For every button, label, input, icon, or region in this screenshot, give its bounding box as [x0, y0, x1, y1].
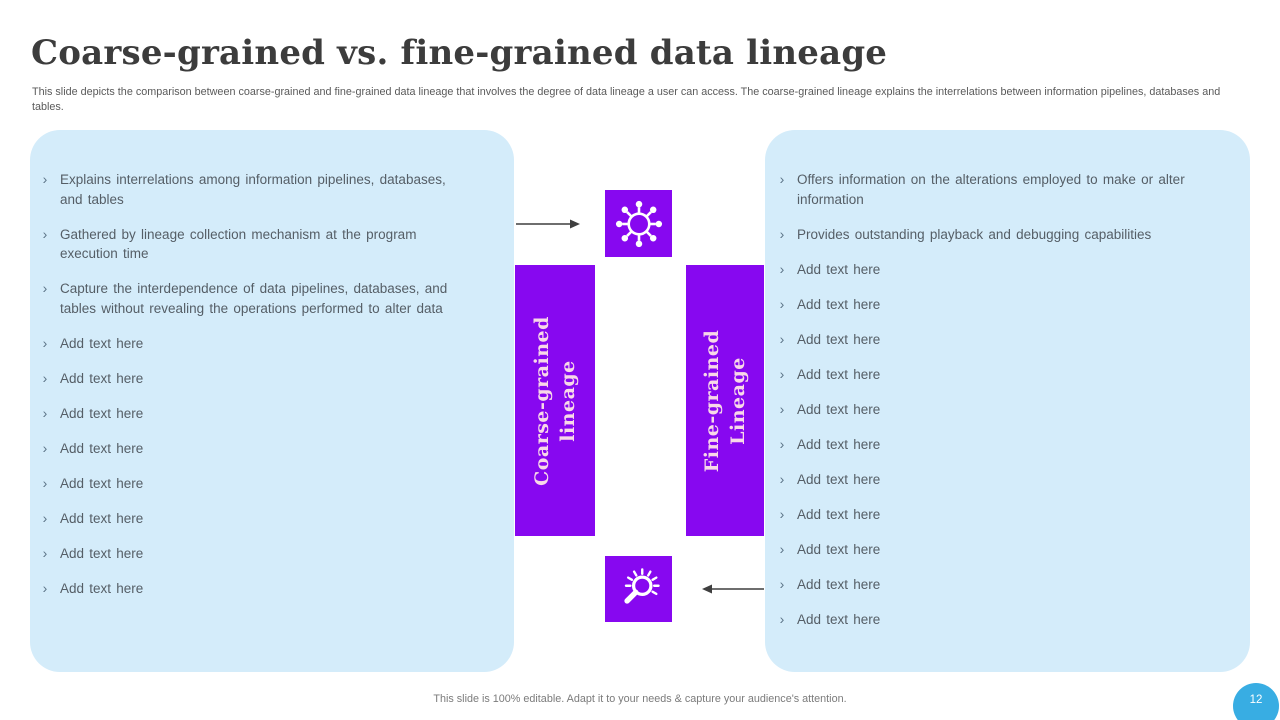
bullet-marker-icon: › — [42, 544, 48, 561]
fine-grained-bar: Fine-grained Lineage — [686, 265, 764, 536]
flow-arrow-left — [702, 584, 764, 594]
list-item: › Add text here — [775, 505, 1226, 525]
list-item: › Add text here — [775, 610, 1226, 630]
bullet-text: Add text here — [60, 580, 144, 596]
bullet-marker-icon: › — [779, 435, 785, 452]
list-item: › Add text here — [775, 400, 1226, 420]
coarse-grained-bullet-list: › Explains interrelations among informat… — [38, 170, 470, 598]
bullet-text: Add text here — [797, 366, 881, 382]
list-item: › Add text here — [38, 439, 470, 459]
list-item: › Provides outstanding playback and debu… — [775, 225, 1226, 245]
page-title: Coarse-grained vs. fine-grained data lin… — [31, 33, 888, 73]
footer-note: This slide is 100% editable. Adapt it to… — [433, 693, 847, 705]
list-item: › Capture the interdependence of data pi… — [38, 279, 470, 318]
list-item: › Add text here — [775, 575, 1226, 595]
bullet-marker-icon: › — [42, 280, 48, 296]
page-number-badge: 12 — [1233, 683, 1279, 720]
bullet-text: Add text here — [797, 541, 881, 557]
bullet-marker-icon: › — [42, 225, 48, 242]
bullet-marker-icon: › — [779, 400, 785, 417]
bullet-marker-icon: › — [42, 334, 48, 351]
bullet-text: Add text here — [797, 576, 881, 592]
bullet-marker-icon: › — [779, 330, 785, 347]
bullet-text: Add text here — [60, 370, 144, 386]
slide-subtitle: This slide depicts the comparison betwee… — [32, 86, 1221, 113]
bullet-text: Gathered by lineage collection mechanism… — [60, 226, 417, 262]
list-item: › Add text here — [38, 579, 470, 599]
flow-arrow-right — [516, 219, 580, 229]
list-item: › Add text here — [775, 260, 1226, 280]
bullet-text: Add text here — [60, 335, 144, 351]
list-item: › Add text here — [775, 435, 1226, 455]
bullet-text: Capture the interdependence of data pipe… — [60, 281, 448, 316]
bullet-text: Add text here — [60, 475, 144, 491]
bullet-marker-icon: › — [779, 225, 785, 242]
list-item: › Add text here — [775, 470, 1226, 490]
bullet-text: Add text here — [797, 331, 881, 347]
list-item: › Add text here — [38, 474, 470, 494]
bullet-text: Provides outstanding playback and debugg… — [797, 226, 1152, 242]
bullet-marker-icon: › — [42, 171, 48, 187]
bullet-marker-icon: › — [779, 295, 785, 312]
bullet-marker-icon: › — [779, 575, 785, 592]
magnifier-glyph — [623, 568, 660, 604]
bullet-marker-icon: › — [42, 404, 48, 421]
magnifier-icon — [605, 556, 672, 622]
page-number: 12 — [1249, 694, 1263, 706]
bullet-marker-icon: › — [779, 505, 785, 522]
list-item: › Gathered by lineage collection mechani… — [38, 225, 470, 264]
bullet-text: Add text here — [797, 436, 881, 452]
bullet-text: Add text here — [797, 401, 881, 417]
list-item: › Explains interrelations among informat… — [38, 170, 470, 209]
list-item: › Add text here — [38, 544, 470, 564]
bullet-text: Add text here — [60, 545, 144, 561]
fine-grained-bar-label: Fine-grained Lineage — [701, 329, 749, 472]
bullet-marker-icon: › — [42, 439, 48, 456]
bullet-marker-icon: › — [42, 369, 48, 386]
bullet-text: Offers information on the alterations em… — [797, 172, 1185, 207]
list-item: › Add text here — [38, 369, 470, 389]
bullet-marker-icon: › — [779, 470, 785, 487]
fine-grained-panel: › Offers information on the alterations … — [765, 130, 1250, 672]
fine-grained-bullet-list: › Offers information on the alterations … — [775, 170, 1226, 629]
bullet-marker-icon: › — [42, 509, 48, 526]
bullet-marker-icon: › — [779, 171, 785, 187]
bullet-marker-icon: › — [42, 579, 48, 596]
bullet-text: Add text here — [60, 440, 144, 456]
list-item: › Add text here — [775, 330, 1226, 350]
list-item: › Add text here — [38, 334, 470, 354]
bullet-text: Add text here — [797, 506, 881, 522]
list-item: › Add text here — [38, 404, 470, 424]
list-item: › Add text here — [775, 540, 1226, 560]
bullet-marker-icon: › — [779, 540, 785, 557]
bullet-text: Add text here — [797, 611, 881, 627]
bullet-text: Add text here — [797, 261, 881, 277]
list-item: › Offers information on the alterations … — [775, 170, 1226, 209]
coarse-grained-panel: › Explains interrelations among informat… — [30, 130, 514, 672]
bullet-marker-icon: › — [779, 260, 785, 277]
bullet-marker-icon: › — [42, 474, 48, 491]
list-item: › Add text here — [38, 509, 470, 529]
bullet-text: Add text here — [797, 471, 881, 487]
bullet-marker-icon: › — [779, 365, 785, 382]
coarse-grained-bar: Coarse-grained lineage — [515, 265, 595, 536]
bullet-text: Add text here — [797, 296, 881, 312]
coarse-grained-bar-label: Coarse-grained lineage — [531, 315, 579, 486]
hub-glyph — [615, 200, 662, 247]
list-item: › Add text here — [775, 295, 1226, 315]
bullet-text: Add text here — [60, 405, 144, 421]
network-hub-icon — [605, 190, 672, 257]
list-item: › Add text here — [775, 365, 1226, 385]
bullet-marker-icon: › — [779, 610, 785, 627]
bullet-text: Explains interrelations among informatio… — [60, 172, 446, 207]
bullet-text: Add text here — [60, 510, 144, 526]
